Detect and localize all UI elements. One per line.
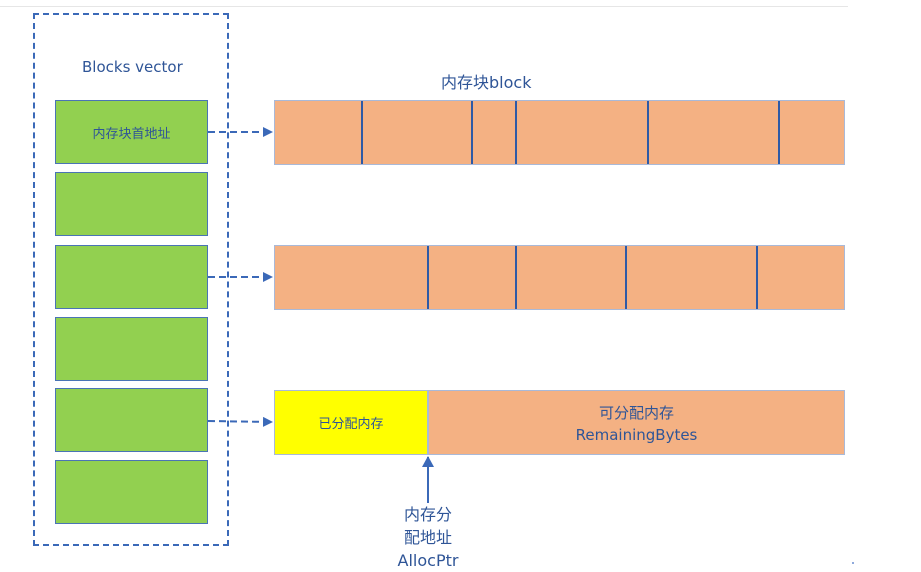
vector-slot-4 — [55, 317, 208, 381]
vector-slot-6 — [55, 460, 208, 524]
vector-slot-3 — [55, 245, 208, 309]
memory-block-2 — [274, 245, 845, 310]
vector-slot-2 — [55, 172, 208, 236]
alloc-ptr-line-1: 内存分 — [403, 505, 452, 524]
block-divider — [361, 101, 363, 164]
memory-block-title: 内存块block — [441, 73, 532, 92]
blocks-vector-title: Blocks vector — [82, 58, 183, 76]
block-divider — [515, 246, 517, 309]
alloc-ptr-line-2: 配地址 — [403, 528, 452, 547]
alloc-ptr-line-3: AllocPtr — [397, 551, 459, 570]
remaining-label-cn: 可分配内存 — [598, 404, 674, 422]
block-divider — [515, 101, 517, 164]
allocated-memory-segment: 已分配内存 — [274, 390, 428, 455]
block-divider — [625, 246, 627, 309]
vector-slot-1: 内存块首地址 — [55, 100, 208, 164]
block-divider — [647, 101, 649, 164]
alloc-ptr-label: 内存分 配地址 AllocPtr — [382, 503, 474, 572]
block-divider — [471, 101, 473, 164]
corner-mark — [852, 562, 854, 564]
pointer-arrow-3 — [207, 416, 273, 427]
memory-block-1 — [274, 100, 845, 165]
block-divider — [427, 246, 429, 309]
remaining-label-en: RemainingBytes — [575, 426, 698, 444]
vector-slot-5 — [55, 388, 208, 452]
blocks-vector-frame — [33, 13, 229, 546]
top-rule — [0, 6, 848, 7]
remaining-memory-segment: 可分配内存 RemainingBytes — [428, 390, 845, 455]
block-divider — [778, 101, 780, 164]
block-divider — [756, 246, 758, 309]
